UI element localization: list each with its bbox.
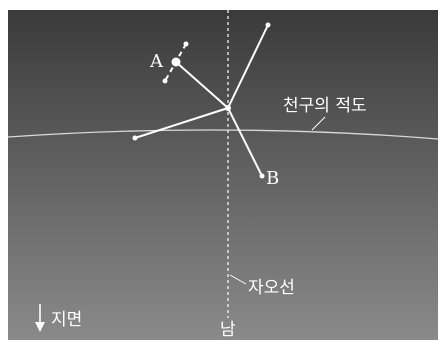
sky-background xyxy=(8,10,438,340)
ground-label: 지면 xyxy=(51,310,82,330)
star-lines xyxy=(134,24,269,177)
line-to-star-a xyxy=(175,61,229,109)
equator-label-leader xyxy=(311,116,326,131)
line-to-upper-right-star xyxy=(227,24,269,109)
celestial-equator-label: 천구의 적도 xyxy=(283,96,367,116)
star-a-top-end xyxy=(183,41,189,47)
star-b xyxy=(259,173,265,179)
left-star xyxy=(132,135,138,141)
meridian-label: 자오선 xyxy=(248,278,295,298)
star-a-label: A xyxy=(149,51,164,72)
celestial-equator-line xyxy=(7,129,439,140)
ground-arrow-icon xyxy=(35,304,45,332)
star-a xyxy=(171,57,181,67)
line-to-left-star xyxy=(134,107,229,139)
star-a-bottom-end xyxy=(162,78,168,84)
upper-right-star xyxy=(265,22,271,28)
line-to-star-b xyxy=(227,107,263,177)
center-point xyxy=(225,105,231,111)
star-b-label: B xyxy=(266,168,279,189)
south-label: 남 xyxy=(220,320,236,340)
meridian-label-leader xyxy=(229,274,247,285)
